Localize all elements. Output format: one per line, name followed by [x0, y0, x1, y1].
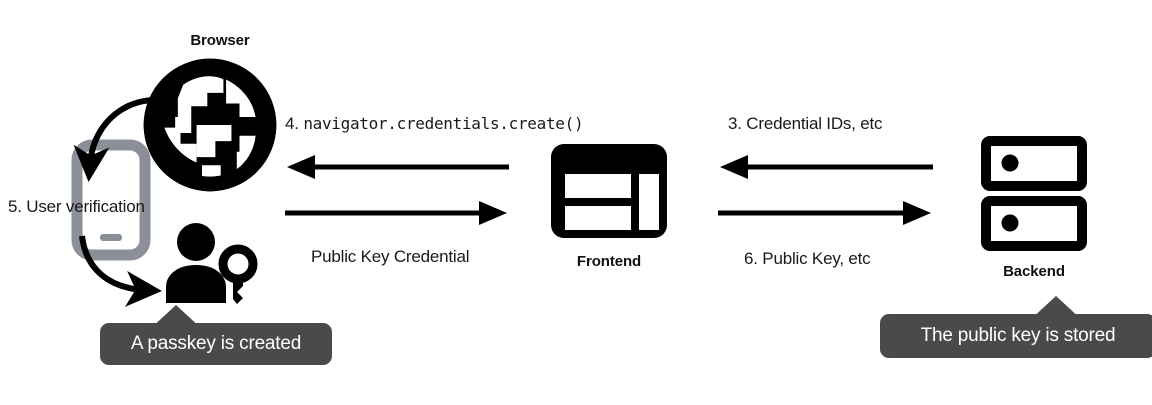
- browser-node-label: Browser: [190, 32, 250, 49]
- flow-label-step-4: 4. navigator.credentials.create(): [285, 114, 584, 134]
- arrow-browser-to-frontend: [285, 198, 509, 228]
- arrow-authenticator-to-user: [78, 232, 208, 322]
- arrow-backend-to-frontend: [718, 152, 933, 182]
- flow-label-public-key-credential: Public Key Credential: [311, 247, 470, 266]
- server-rack-icon: [981, 136, 1087, 251]
- callout-passkey-created-bubble: A passkey is created: [100, 323, 332, 365]
- flow-label-step-4-prefix: 4.: [285, 114, 299, 133]
- frontend-node-label: Frontend: [576, 253, 642, 270]
- globe-browser-icon: [143, 58, 277, 192]
- arrow-frontend-to-backend: [718, 198, 933, 228]
- web-layout-icon: [549, 142, 669, 240]
- callout-public-key-stored-bubble: The public key is stored: [880, 314, 1152, 358]
- mobile-phone-icon: [71, 139, 151, 261]
- flow-label-step-5: 5. User verification: [8, 197, 145, 216]
- flow-label-step-4-code: navigator.credentials.create(): [303, 114, 584, 133]
- backend-node-label: Backend: [1003, 263, 1065, 280]
- arrow-browser-to-authenticator: [70, 78, 210, 198]
- flow-label-step-3: 3. Credential IDs, etc: [728, 114, 883, 133]
- arrow-frontend-to-browser: [285, 152, 509, 182]
- person-with-key-icon: [163, 223, 259, 315]
- flow-label-step-6: 6. Public Key, etc: [744, 249, 871, 268]
